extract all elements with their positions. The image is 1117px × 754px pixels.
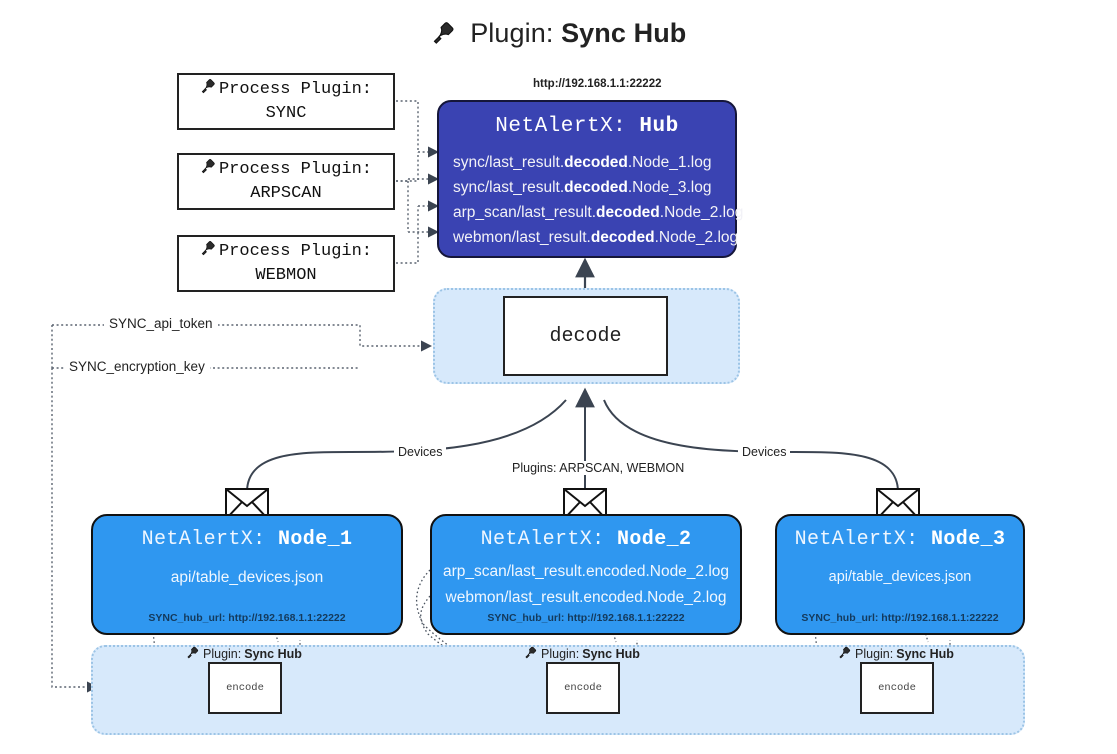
node-title: NetAlertX: Node_2 [480, 528, 692, 551]
hub-box[interactable]: NetAlertX: Hub sync/last_result.decoded.… [437, 100, 744, 258]
process-plugin-name: ARPSCAN [250, 184, 322, 203]
plug-icon [200, 157, 217, 183]
plug-icon [186, 645, 200, 662]
node-hub-url: SYNC_hub_url: http://192.168.1.1:22222 [801, 612, 999, 624]
page-title: Plugin: Sync Hub [0, 16, 1117, 49]
node-line: api/table_devices.json [170, 569, 324, 586]
hub-url-label: http://192.168.1.1:22222 [533, 78, 662, 90]
encode-box-node-1[interactable]: encode [208, 662, 282, 714]
title-name: Sync Hub [561, 18, 687, 48]
edge-label-plugins-center: Plugins: ARPSCAN, WEBMON [508, 461, 689, 475]
plug-icon [838, 645, 852, 662]
node-line: webmon/last_result.encoded.Node_2.log [445, 589, 727, 607]
hub-log-row: webmon/last_result.decoded.Node_2.log [453, 229, 739, 247]
encode-label: encode [564, 682, 602, 694]
plug-icon [431, 19, 457, 52]
node-lines: arp_scan/last_result.encoded.Node_2.log … [432, 559, 740, 612]
edge-label-devices-right: Devices [738, 445, 791, 459]
hub-log-row: sync/last_result.decoded.Node_1.log [453, 154, 712, 171]
edge-label-devices-left: Devices [394, 445, 447, 459]
node-box-node-2[interactable]: NetAlertX: Node_2 arp_scan/last_result.e… [430, 514, 742, 635]
node-title: NetAlertX: Node_3 [794, 528, 1006, 551]
node-line: api/table_devices.json [828, 569, 972, 585]
process-plugin-box-webmon[interactable]: Process Plugin: WEBMON [177, 235, 395, 292]
hub-log-list: sync/last_result.decoded.Node_1.log sync… [439, 150, 744, 250]
node-line: arp_scan/last_result.encoded.Node_2.log [442, 563, 730, 580]
node-hub-url: SYNC_hub_url: http://192.168.1.1:22222 [487, 612, 685, 624]
hub-log-row: arp_scan/last_result.decoded.Node_2.log [453, 204, 744, 222]
process-plugin-box-sync[interactable]: Process Plugin: SYNC [177, 73, 395, 130]
encode-box-node-3[interactable]: encode [860, 662, 934, 714]
hub-title-prefix: NetAlertX: [495, 115, 627, 138]
encode-plugin-caption-node-1: Plugin: Sync Hub [186, 645, 302, 662]
encode-plugin-caption-node-2: Plugin: Sync Hub [524, 645, 640, 662]
caption-name: Sync Hub [244, 646, 302, 661]
node-box-node-1[interactable]: NetAlertX: Node_1 api/table_devices.json… [91, 514, 403, 635]
decode-label: decode [549, 324, 622, 348]
title-prefix: Plugin: [470, 18, 554, 48]
node-hub-url: SYNC_hub_url: http://192.168.1.1:22222 [148, 612, 346, 624]
process-plugin-caption: Process Plugin: [218, 241, 373, 261]
encode-box-node-2[interactable]: encode [546, 662, 620, 714]
node-lines: api/table_devices.json [777, 565, 1023, 590]
caption-prefix: Plugin: [855, 646, 894, 661]
process-plugin-box-arpscan[interactable]: Process Plugin: ARPSCAN [177, 153, 395, 210]
hub-log-row: sync/last_result.decoded.Node_3.log [453, 179, 712, 197]
encode-label: encode [878, 682, 916, 694]
node-title: NetAlertX: Node_1 [141, 528, 353, 551]
plug-icon [200, 239, 217, 265]
caption-prefix: Plugin: [203, 646, 242, 661]
process-plugin-caption: Process Plugin: [218, 159, 373, 179]
node-box-node-3[interactable]: NetAlertX: Node_3 api/table_devices.json… [775, 514, 1025, 635]
encode-label: encode [226, 682, 264, 694]
plug-icon [200, 77, 217, 103]
process-plugin-name: WEBMON [255, 266, 317, 285]
secret-label-api-token: SYNC_api_token [104, 316, 218, 331]
caption-prefix: Plugin: [541, 646, 580, 661]
encode-plugin-caption-node-3: Plugin: Sync Hub [838, 645, 954, 662]
plug-icon [524, 645, 538, 662]
process-plugin-name: SYNC [265, 104, 307, 123]
process-plugin-caption: Process Plugin: [218, 79, 373, 99]
secret-label-encryption-key: SYNC_encryption_key [64, 359, 210, 374]
hub-title: NetAlertX: Hub [439, 115, 735, 138]
hub-title-name: Hub [639, 115, 679, 138]
caption-name: Sync Hub [896, 646, 954, 661]
node-lines: api/table_devices.json [93, 565, 401, 591]
decode-box[interactable]: decode [503, 296, 668, 376]
caption-name: Sync Hub [582, 646, 640, 661]
